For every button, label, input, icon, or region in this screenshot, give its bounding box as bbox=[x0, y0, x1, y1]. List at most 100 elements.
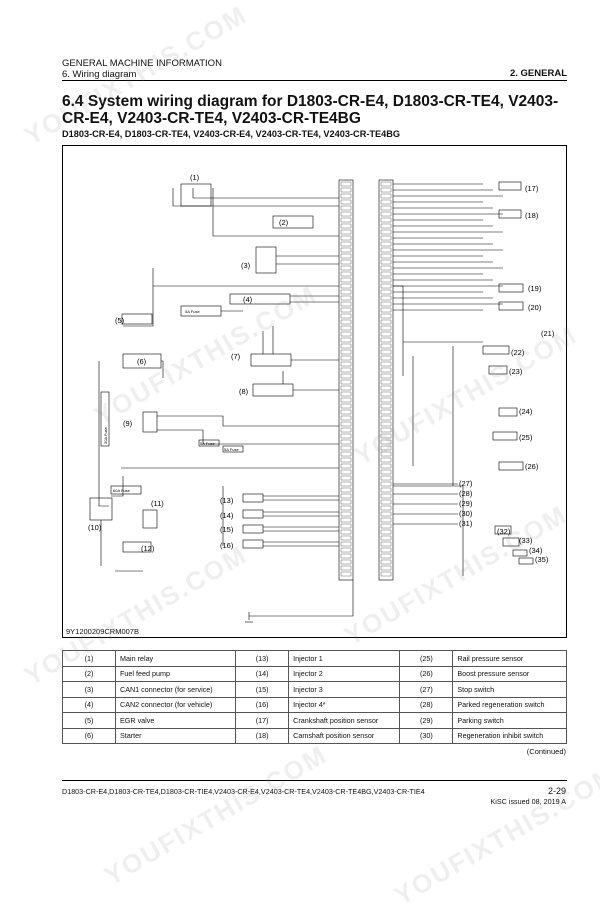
injector-3 bbox=[242, 524, 264, 534]
ecu-pin bbox=[340, 187, 352, 193]
ecu-pin bbox=[340, 565, 352, 571]
ecu-pin bbox=[380, 547, 392, 553]
legend-description: Parked regeneration switch bbox=[452, 696, 567, 713]
relay-11 bbox=[142, 509, 158, 529]
ecu-pin bbox=[380, 337, 392, 343]
ecu-pin bbox=[380, 421, 392, 427]
camshaft-sensor bbox=[498, 209, 522, 219]
ecu-pin bbox=[380, 511, 392, 517]
ecu-pin bbox=[380, 385, 392, 391]
ecu-pin bbox=[340, 277, 352, 283]
fuse-label: 60A Fuse bbox=[113, 488, 131, 493]
ecu-pin bbox=[380, 409, 392, 415]
ecu-pin bbox=[340, 319, 352, 325]
ecu-pin bbox=[340, 379, 352, 385]
crankshaft-sensor bbox=[498, 181, 522, 191]
ecu-pin bbox=[380, 565, 392, 571]
ecu-pin bbox=[380, 499, 392, 505]
ecu-pin bbox=[340, 289, 352, 295]
legend-description: Boost pressure sensor bbox=[452, 665, 567, 682]
legend-number: (6) bbox=[62, 727, 116, 744]
ecu-pin bbox=[380, 523, 392, 529]
ecu-pin bbox=[340, 253, 352, 259]
ecu-pin bbox=[380, 355, 392, 361]
ecu-pin bbox=[340, 529, 352, 535]
ecu-pin bbox=[340, 403, 352, 409]
ecu-pin bbox=[380, 559, 392, 565]
ecu-pin bbox=[340, 391, 352, 397]
callout-label: (12) bbox=[141, 544, 155, 553]
callout-label: (25) bbox=[519, 433, 533, 442]
callout-label: (10) bbox=[88, 523, 102, 532]
callout-label: (20) bbox=[528, 303, 542, 312]
legend-number: (15) bbox=[235, 681, 290, 698]
legend-number: (27) bbox=[399, 681, 454, 698]
injector-4 bbox=[242, 539, 264, 549]
callout-label: (8) bbox=[239, 387, 249, 396]
egr-valve bbox=[121, 313, 153, 325]
ecu-pin bbox=[340, 343, 352, 349]
ecu-pin bbox=[340, 313, 352, 319]
footer-rule bbox=[62, 780, 567, 781]
legend-number: (16) bbox=[235, 696, 290, 713]
ecu-pin bbox=[340, 463, 352, 469]
legend-row: (5)EGR valve(17)Crankshaft position sens… bbox=[62, 712, 567, 729]
ecu-pin bbox=[380, 223, 392, 229]
ecu-pin bbox=[340, 373, 352, 379]
callout-label: (22) bbox=[511, 348, 525, 357]
ecu-pin bbox=[380, 451, 392, 457]
ecu-pin bbox=[340, 397, 352, 403]
ecu-pin bbox=[340, 199, 352, 205]
ecu-pin bbox=[340, 457, 352, 463]
legend-description: EGR valve bbox=[114, 712, 237, 729]
fuse-60a bbox=[110, 485, 142, 495]
ecu-pin bbox=[380, 481, 392, 487]
ecu-pin bbox=[340, 259, 352, 265]
legend-number: (28) bbox=[399, 696, 454, 713]
connector-7 bbox=[250, 353, 292, 367]
legend-number: (2) bbox=[62, 665, 116, 682]
callout-label: (27) bbox=[459, 479, 473, 488]
component-23 bbox=[488, 365, 508, 375]
callout-label: (31) bbox=[459, 519, 473, 528]
component-24 bbox=[498, 407, 518, 417]
manual-page: GENERAL MACHINE INFORMATION 6. Wiring di… bbox=[19, 0, 600, 911]
ecu-pin bbox=[340, 193, 352, 199]
ecu-pin bbox=[380, 517, 392, 523]
fuse-label: 5A Fuse bbox=[224, 447, 239, 452]
callout-label: (23) bbox=[509, 367, 523, 376]
ecu-pin bbox=[340, 283, 352, 289]
ecu-pin bbox=[340, 361, 352, 367]
ecu-pin bbox=[380, 205, 392, 211]
ecu-pin bbox=[340, 553, 352, 559]
ecu-pin bbox=[340, 301, 352, 307]
ecu-pin bbox=[340, 439, 352, 445]
ecu-pin bbox=[380, 463, 392, 469]
can2-connector bbox=[229, 293, 291, 305]
ecu-pin bbox=[340, 571, 352, 577]
legend-description: Injector 2 bbox=[288, 665, 401, 682]
ecu-pin bbox=[340, 427, 352, 433]
ecu-pin bbox=[340, 493, 352, 499]
legend-row: (3)CAN1 connector (for service)(15)Injec… bbox=[62, 681, 567, 698]
header-rule bbox=[62, 80, 567, 81]
ecu-pin bbox=[340, 181, 352, 187]
ecu-pin bbox=[340, 445, 352, 451]
callout-label: (32) bbox=[497, 527, 511, 536]
callout-label: (29) bbox=[459, 499, 473, 508]
callout-label: (9) bbox=[123, 419, 133, 428]
ecu-pin bbox=[380, 397, 392, 403]
ecu-pin bbox=[380, 181, 392, 187]
ecu-pin bbox=[380, 529, 392, 535]
ecu-pin bbox=[380, 295, 392, 301]
legend-number: (30) bbox=[399, 727, 454, 744]
ecu-pin bbox=[340, 217, 352, 223]
ecu-pin bbox=[340, 295, 352, 301]
callout-label: (7) bbox=[231, 352, 241, 361]
callout-label: (4) bbox=[243, 295, 253, 304]
ecu-pin bbox=[380, 301, 392, 307]
ecu-pin bbox=[380, 439, 392, 445]
legend-description: Crankshaft position sensor bbox=[288, 712, 401, 729]
legend-description: Fuel feed pump bbox=[114, 665, 237, 682]
issue-note: KiSC issued 08, 2019 A bbox=[490, 797, 566, 806]
